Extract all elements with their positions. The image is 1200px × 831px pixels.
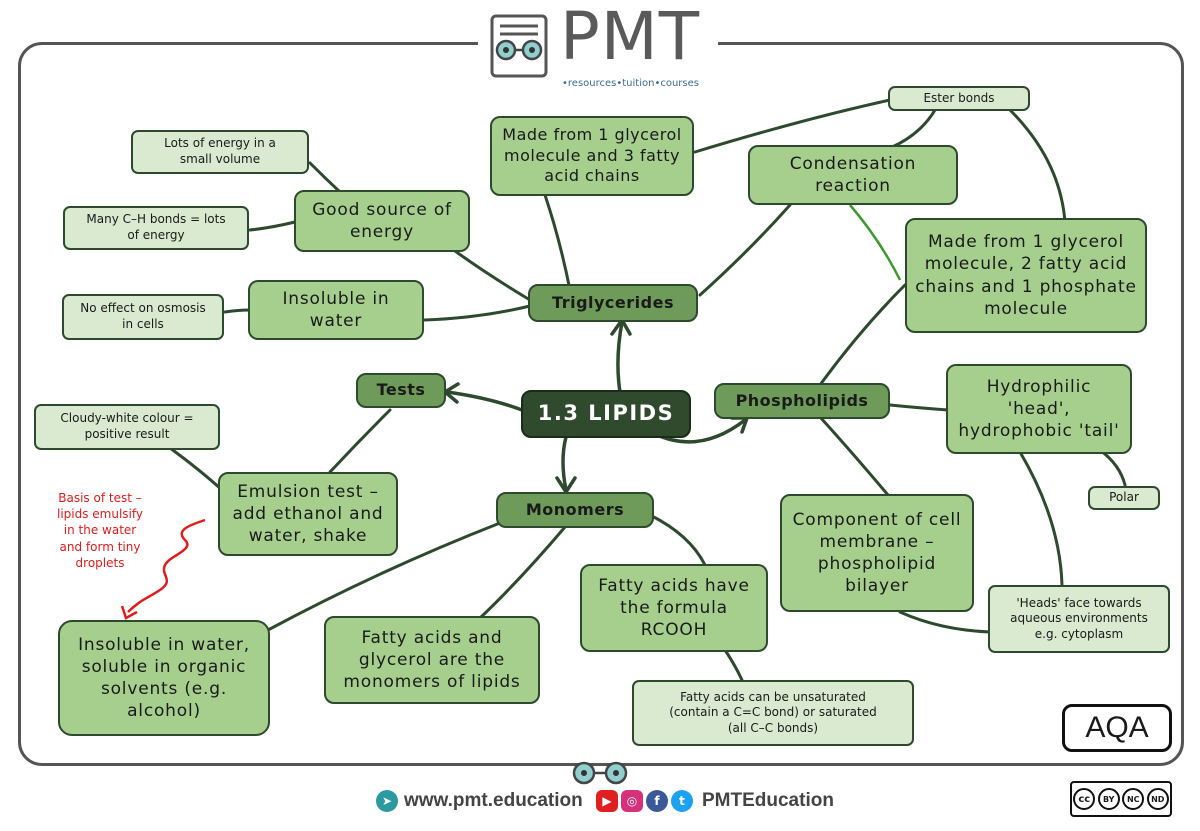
link-mono-faformula: [648, 513, 707, 567]
node-fa-saturation: Fatty acids can be unsaturated (contain …: [632, 680, 914, 746]
link-good-energy: [308, 161, 342, 194]
link-phos-phosmade: [818, 283, 907, 387]
footer-social[interactable]: ▶ ◎ f t PMTEducation: [596, 790, 834, 812]
node-phospholipids: Phospholipids: [714, 383, 890, 419]
exam-board-badge: AQA: [1062, 704, 1172, 752]
node-polar: Polar: [1088, 486, 1160, 510]
node-component-membrane: Component of cell membrane – phospholipi…: [780, 494, 974, 612]
footer-website[interactable]: ➤ www.pmt.education: [376, 790, 583, 812]
link-trig-condensation: [698, 203, 792, 297]
pmt-logo: PMT •resources•tuition•courses: [478, 0, 718, 94]
link-faformula-sat: [723, 648, 744, 682]
node-energy-volume: Lots of energy in a small volume: [131, 130, 309, 174]
by-icon: BY: [1097, 788, 1120, 810]
link-hydro-heads: [1018, 450, 1064, 587]
nc-icon: NC: [1122, 788, 1145, 810]
link-made-ester: [693, 98, 892, 154]
glasses-icon: [572, 761, 628, 785]
node-tests: Tests: [356, 373, 446, 408]
cursor-icon: ➤: [376, 790, 398, 812]
node-good-energy: Good source of energy: [294, 190, 470, 252]
footer: ➤ www.pmt.education ▶ ◎ f t PMTEducation: [0, 790, 1200, 820]
link-phos-hydro: [888, 403, 950, 412]
node-insoluble-organic: Insoluble in water, soluble in organic s…: [58, 620, 270, 736]
node-phos-made-from: Made from 1 glycerol molecule, 2 fatty a…: [905, 218, 1147, 333]
cc-icon: cc: [1073, 788, 1096, 810]
link-mono-faglycerol: [478, 525, 567, 620]
link-phos-component: [818, 415, 890, 497]
nd-icon: ND: [1146, 788, 1169, 810]
logo-brand: PMT: [560, 0, 701, 75]
node-ch-bonds: Many C–H bonds = lots of energy: [63, 206, 249, 250]
center-topic: 1.3 LIPIDS: [521, 390, 691, 438]
link-component-heads: [898, 610, 992, 634]
link-cloudy-emulsion: [168, 446, 224, 492]
node-heads-face: 'Heads' face towards aqueous environment…: [988, 585, 1170, 653]
link-insol-osmosis: [223, 308, 252, 314]
link-trig-insoluble: [423, 304, 532, 322]
instagram-icon[interactable]: ◎: [621, 790, 643, 812]
license-badge[interactable]: cc BY NC ND: [1070, 781, 1172, 817]
red-squiggle-arrow: [127, 518, 206, 613]
node-hydrophilic: Hydrophilic 'head', hydrophobic 'tail': [946, 364, 1132, 454]
note-basis-of-test: Basis of test – lipids emulsify in the w…: [56, 491, 143, 570]
facebook-icon[interactable]: f: [646, 790, 668, 812]
link-ester-condensation: [888, 108, 937, 150]
node-insoluble: Insoluble in water: [248, 280, 424, 340]
link-good-ch: [248, 220, 297, 232]
link-ester-phosmade: [1008, 108, 1067, 224]
arrow-center-mono: [561, 435, 568, 492]
node-fa-glycerol: Fatty acids and glycerol are the monomer…: [324, 616, 540, 704]
node-no-osmosis: No effect on osmosis in cells: [62, 294, 224, 340]
link-mono-insorg: [266, 521, 502, 632]
logo-tagline: •resources•tuition•courses: [562, 78, 699, 89]
node-emulsion-test: Emulsion test – add ethanol and water, s…: [218, 472, 398, 556]
link-condensation-phosmade: [849, 204, 902, 281]
owl-book-icon: [490, 14, 548, 78]
youtube-icon[interactable]: ▶: [596, 790, 618, 812]
link-trig-made: [543, 193, 572, 292]
link-tests-emulsion: [328, 408, 392, 474]
arrow-center-trig: [616, 320, 624, 394]
node-triglycerides: Triglycerides: [528, 284, 698, 322]
twitter-icon[interactable]: t: [671, 790, 693, 812]
link-hydro-polar: [1098, 448, 1127, 487]
node-monomers: Monomers: [496, 492, 654, 528]
node-ester-bonds: Ester bonds: [888, 86, 1030, 111]
arrow-center-tests: [445, 390, 524, 412]
node-fa-formula: Fatty acids have the formula RCOOH: [580, 564, 768, 652]
node-cloudy-result: Cloudy-white colour = positive result: [34, 404, 220, 450]
node-condensation: Condensation reaction: [748, 145, 958, 205]
node-trig-made-from: Made from 1 glycerol molecule and 3 fatt…: [490, 116, 694, 196]
